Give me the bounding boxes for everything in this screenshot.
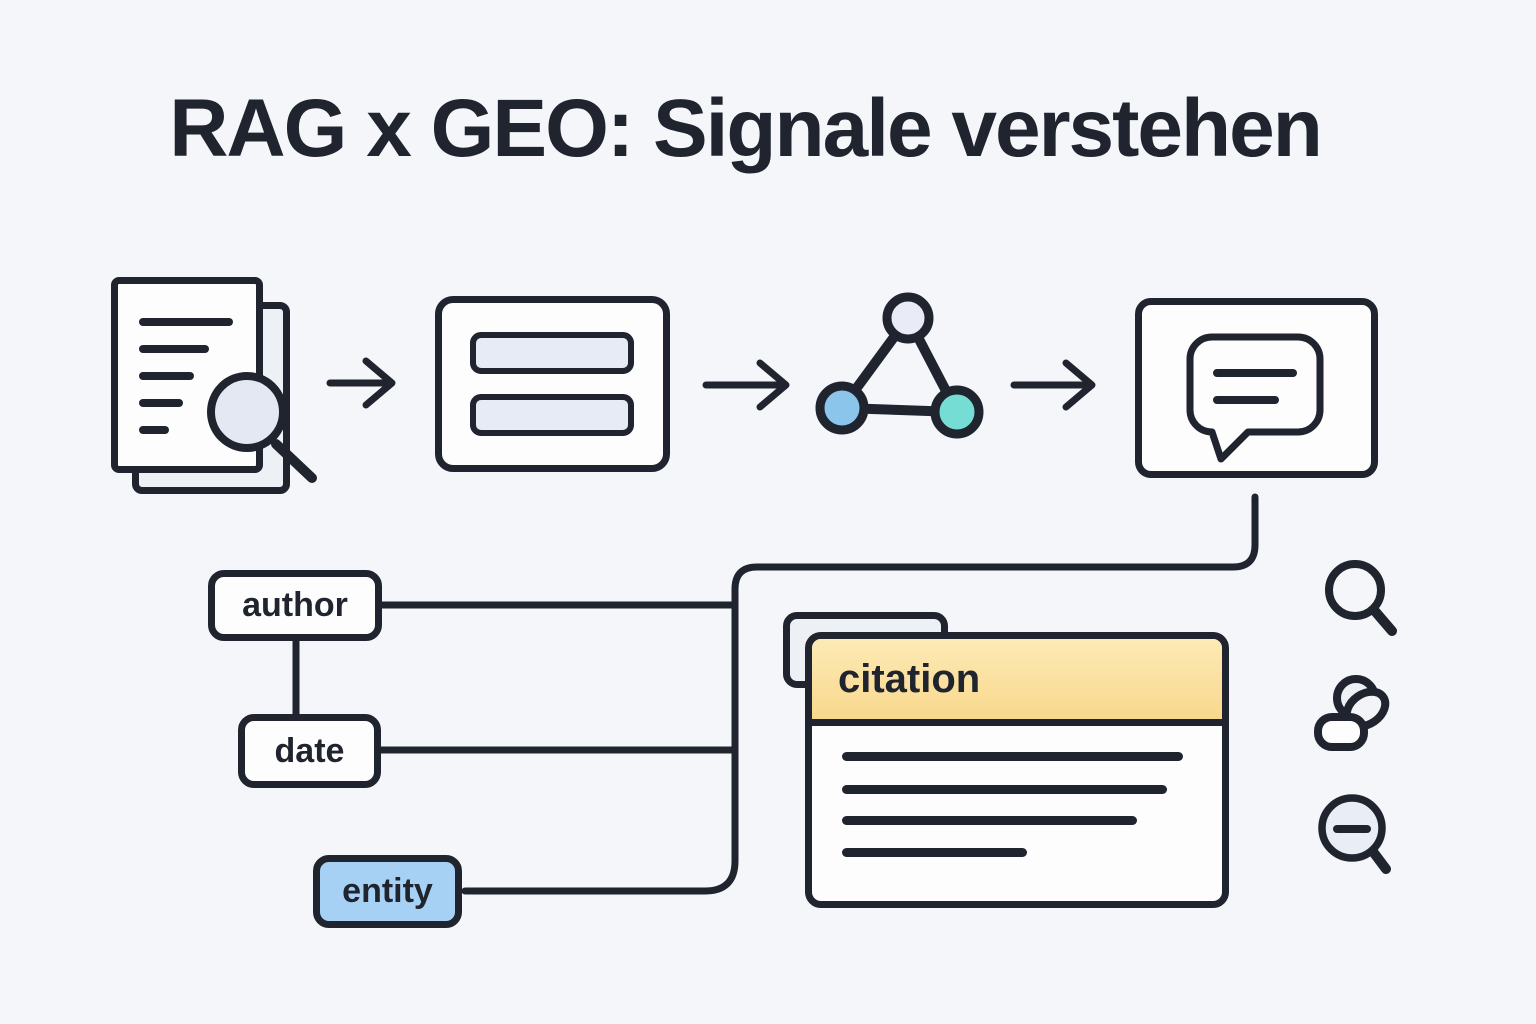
citation-text-line	[842, 752, 1183, 761]
document-text-line	[139, 426, 169, 434]
author-box: author	[208, 570, 382, 641]
date-box: date	[238, 714, 381, 788]
flow-arrow-icon	[326, 357, 396, 409]
graph-edge	[837, 313, 962, 417]
search-handle	[1369, 605, 1397, 636]
zoom-out-icon	[1318, 794, 1391, 874]
citation-text-line	[842, 816, 1137, 825]
chunk-bar	[470, 394, 634, 436]
entity-label: entity	[342, 872, 433, 910]
citation-text-line	[842, 785, 1167, 794]
document-text-line	[139, 399, 183, 407]
graph-node-left	[815, 381, 869, 435]
citation-card: citation	[805, 632, 1229, 908]
cluster-icon	[1314, 675, 1390, 751]
knowledge-graph-icon	[815, 292, 984, 439]
citation-header: citation	[812, 639, 1222, 726]
zoom-out-lens	[1318, 794, 1386, 862]
search-icon	[1325, 560, 1397, 636]
chunk-card-icon	[435, 296, 670, 472]
graph-node-right	[930, 385, 984, 439]
document-text-line	[139, 318, 233, 326]
zoom-out-handle	[1369, 848, 1391, 874]
citation-text-line	[842, 848, 1027, 857]
cluster-ellipse	[1342, 687, 1390, 731]
entity-box: entity	[313, 855, 462, 928]
cluster-circle	[1333, 675, 1379, 721]
author-label: author	[242, 586, 348, 624]
magnifier-lens-icon	[207, 372, 287, 452]
document-text-line	[139, 345, 209, 353]
cluster-base	[1314, 713, 1368, 751]
flow-arrow-icon	[1010, 359, 1096, 411]
page-title: RAG x GEO: Signale verstehen	[169, 83, 1323, 174]
document-text-line	[139, 372, 194, 380]
flow-arrow-icon	[702, 359, 790, 411]
search-lens	[1325, 560, 1385, 620]
answer-card-icon	[1135, 298, 1378, 478]
date-label: date	[274, 731, 345, 770]
chunk-bar	[470, 332, 634, 374]
citation-label: citation	[838, 656, 981, 701]
graph-node-top	[882, 292, 934, 344]
